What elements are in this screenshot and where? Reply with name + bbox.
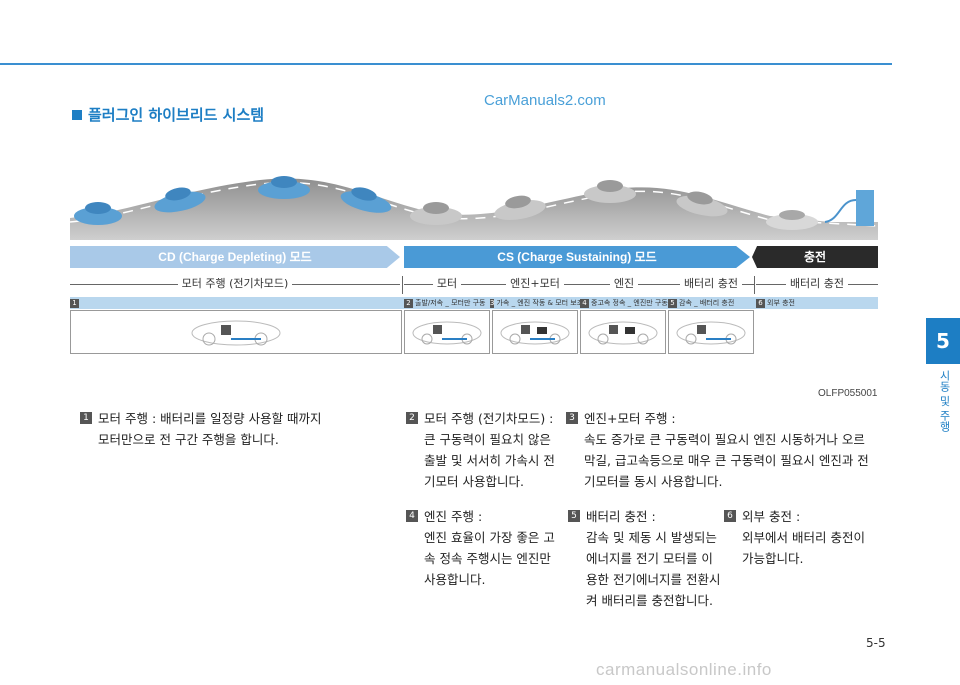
page-number: 5-5 <box>866 636 886 650</box>
mode-label-6: 배터리 충전 <box>756 272 878 296</box>
mode-label-4: 엔진 <box>580 272 668 296</box>
cs-mode-band: CS (Charge Sustaining) 모드 <box>404 246 750 268</box>
driving-scene-illustration <box>70 176 878 240</box>
watermark-top: CarManuals2.com <box>484 92 606 109</box>
powertrain-panel-4 <box>580 310 666 354</box>
powertrain-panel-1 <box>70 310 402 354</box>
mode-label-1: 모터 주행 (전기차모드) <box>70 272 400 296</box>
mode-label-3: 엔진+모터 <box>490 272 580 296</box>
top-rule <box>0 63 892 65</box>
number-badge: 1 <box>80 412 92 424</box>
mode-labels: 모터 주행 (전기차모드) 모터 엔진+모터 엔진 배터리 충전 배터리 충전 <box>70 272 878 296</box>
car-2 <box>154 187 206 213</box>
chapter-label: 시동 및 주행 <box>938 370 951 432</box>
number-badge: 3 <box>566 412 578 424</box>
number-badge: 6 <box>724 510 736 522</box>
car-powertrain-icon <box>500 321 570 345</box>
mode-label-2: 모터 <box>404 272 490 296</box>
step-1: 1 <box>70 297 400 309</box>
car-powertrain-icon <box>191 320 281 346</box>
mode-separator <box>754 276 755 294</box>
section-title: 플러그인 하이브리드 시스템 <box>72 104 264 125</box>
number-badge: 2 <box>406 412 418 424</box>
square-bullet-icon <box>72 109 82 120</box>
powertrain-panel-2 <box>404 310 490 354</box>
number-badge: 5 <box>568 510 580 522</box>
chapter-tab: 5 <box>926 318 960 364</box>
car-5 <box>410 202 462 225</box>
car-9 <box>766 210 818 230</box>
car-7 <box>584 180 636 203</box>
car-powertrain-icon <box>588 321 658 345</box>
number-badge: 4 <box>406 510 418 522</box>
figure-caption: OLFP055001 <box>818 388 878 399</box>
car-powertrain-icon <box>412 321 482 345</box>
car-6 <box>494 195 546 220</box>
mode-separator <box>402 276 403 294</box>
car-powertrain-icon <box>676 321 746 345</box>
car-4 <box>340 187 392 213</box>
mode-label-5: 배터리 충전 <box>668 272 754 296</box>
section-title-text: 플러그인 하이브리드 시스템 <box>88 106 265 124</box>
cd-mode-band: CD (Charge Depleting) 모드 <box>70 246 400 268</box>
watermark-bottom: carmanualsonline.info <box>596 660 772 679</box>
powertrain-panel-5 <box>668 310 754 354</box>
car-3 <box>258 176 310 199</box>
car-8 <box>676 191 728 217</box>
charge-band: 충전 <box>752 246 878 268</box>
car-1 <box>74 202 122 225</box>
powertrain-panel-3 <box>492 310 578 354</box>
